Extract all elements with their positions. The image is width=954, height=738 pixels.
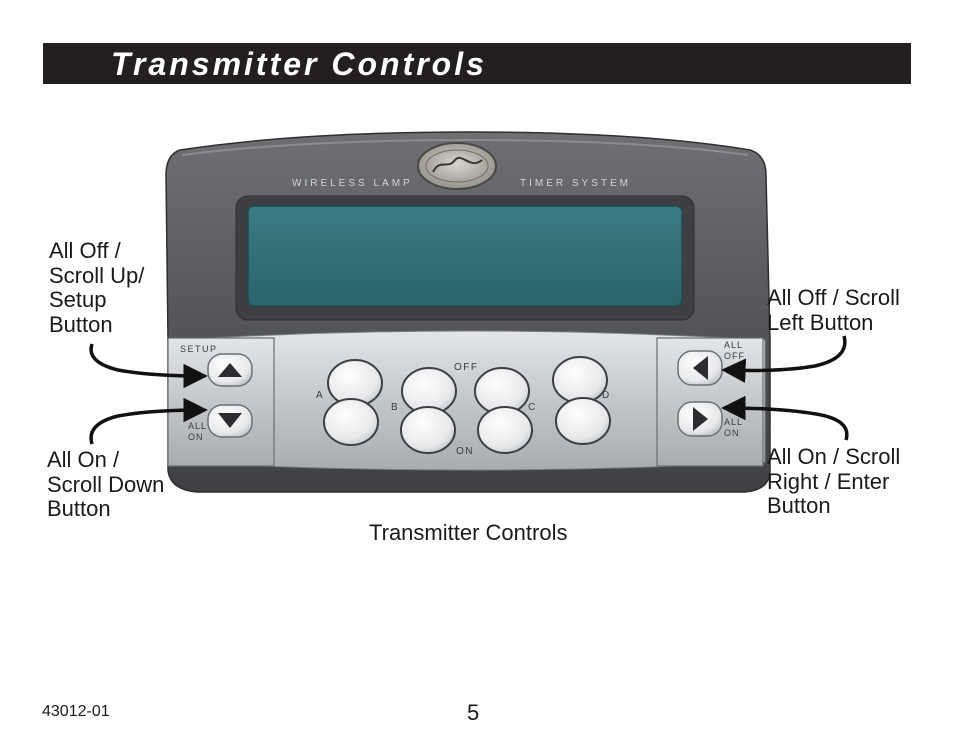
callout-all-off-scroll-up-setup: All Off / Scroll Up/ Setup Button (49, 238, 145, 337)
label-on: ON (456, 446, 474, 457)
document-number: 43012-01 (42, 703, 110, 720)
arrow-top-left (89, 343, 208, 389)
left-side-panel (167, 337, 275, 467)
channel-d-off-button[interactable] (552, 356, 608, 404)
callout-all-off-scroll-left: All Off / Scroll Left Button (767, 285, 900, 335)
control-panel (174, 330, 766, 471)
arrow-bottom-left (89, 397, 208, 445)
channel-a-on-button[interactable] (323, 398, 379, 446)
label-channel-b: B (391, 402, 398, 413)
arrow-bottom-right (721, 395, 849, 441)
callout-all-on-scroll-right-enter: All On / Scroll Right / Enter Button (767, 444, 901, 518)
label-channel-c: C (528, 402, 535, 413)
channel-c-on-button[interactable] (477, 406, 533, 454)
page-title: Transmitter Controls (111, 46, 487, 82)
arrow-top-right (721, 335, 847, 383)
triangle-up-icon (218, 363, 242, 377)
triangle-down-icon (218, 413, 242, 428)
label-off: OFF (454, 362, 479, 373)
label-channel-a: A (316, 390, 323, 401)
triangle-right-icon (693, 407, 708, 431)
callout-all-on-scroll-down: All On / Scroll Down Button (47, 447, 165, 521)
hunter-logo-icon (417, 142, 497, 190)
label-timer-system: TIMER SYSTEM (520, 178, 631, 189)
all-off-left-button[interactable] (677, 350, 723, 386)
title-bar: Transmitter Controls (43, 43, 911, 84)
page-number: 5 (467, 700, 480, 725)
setup-up-button[interactable] (207, 353, 253, 387)
channel-b-on-button[interactable] (400, 406, 456, 454)
label-channel-d: D (602, 390, 609, 401)
triangle-left-icon (693, 356, 708, 380)
channel-d-on-button[interactable] (555, 397, 611, 445)
all-on-down-button[interactable] (207, 404, 253, 438)
all-on-right-enter-button[interactable] (677, 401, 723, 437)
label-wireless-lamp: WIRELESS LAMP (292, 178, 413, 189)
figure-caption: Transmitter Controls (369, 520, 568, 545)
lcd-screen (247, 205, 683, 307)
label-setup: SETUP (180, 344, 218, 354)
